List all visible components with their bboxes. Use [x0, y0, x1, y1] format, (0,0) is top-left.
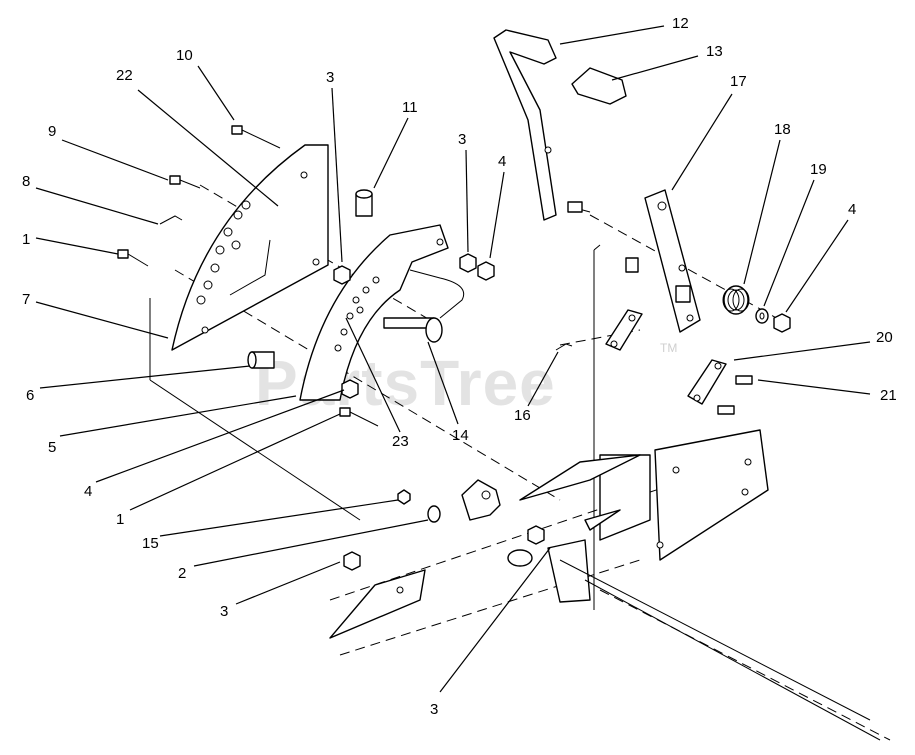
callout-3-bottom: 3 — [430, 701, 438, 718]
bolt-part-1-bottom — [339, 407, 379, 427]
washer-part-19 — [755, 308, 769, 324]
callout-4-right: 4 — [848, 201, 856, 218]
callout-18: 18 — [774, 121, 791, 138]
link-plate-part-20 — [687, 359, 727, 405]
spring-part-18 — [722, 285, 750, 315]
callout-17: 17 — [730, 73, 747, 90]
quadrant-bracket-part-23 — [299, 224, 465, 401]
hairpin-part-8 — [159, 215, 183, 225]
nut-part-3-lower-left — [343, 551, 361, 571]
lever-arm-part-17 — [625, 189, 701, 333]
bolt-part-10 — [231, 125, 281, 149]
washer-part-2 — [427, 505, 441, 523]
callout-21: 21 — [880, 387, 897, 404]
clevis-pin-part-21 — [717, 375, 753, 415]
callout-labels: 12 13 10 22 3 11 3 4 17 18 19 4 9 8 1 7 … — [22, 15, 897, 718]
pedal-pad-part-13 — [571, 67, 627, 105]
pedal-arm-part-12 — [493, 29, 591, 221]
callout-13: 13 — [706, 43, 723, 60]
callout-1-upper: 1 — [22, 231, 30, 248]
watermark-text: PartsTree — [255, 347, 556, 419]
callout-12: 12 — [672, 15, 689, 32]
callout-6: 6 — [26, 387, 34, 404]
nut-part-4-right — [773, 313, 791, 333]
nut-part-4-top — [477, 261, 495, 281]
callout-7: 7 — [22, 291, 30, 308]
nut-part-3-mid — [459, 253, 477, 273]
bolt-part-9 — [169, 175, 201, 189]
spacer-part-6 — [247, 351, 275, 369]
callout-2: 2 — [178, 565, 186, 582]
nut-part-3-lower-center — [527, 525, 545, 545]
callout-15: 15 — [142, 535, 159, 552]
callout-14: 14 — [452, 427, 469, 444]
callout-8: 8 — [22, 173, 30, 190]
quadrant-plate-part-22 — [171, 144, 329, 351]
callout-19: 19 — [810, 161, 827, 178]
link-part-16 — [555, 309, 643, 351]
callout-3-lower-left: 3 — [220, 603, 228, 620]
callout-3-upper-mid: 3 — [458, 131, 466, 148]
bolt-part-1-top — [117, 249, 149, 267]
callout-9: 9 — [48, 123, 56, 140]
callout-3-upper-left: 3 — [326, 69, 334, 86]
callout-4-upper: 4 — [498, 153, 506, 170]
nut-part-3-upper-left — [333, 265, 351, 285]
leader-lines — [35, 25, 871, 693]
lower-shaft-assembly — [329, 429, 881, 741]
callout-10: 10 — [176, 47, 193, 64]
callout-23: 23 — [392, 433, 409, 450]
spacer-part-11 — [355, 189, 373, 217]
callout-1-lower: 1 — [116, 511, 124, 528]
nut-part-4-mid — [341, 379, 359, 399]
callout-20: 20 — [876, 329, 893, 346]
callout-16: 16 — [514, 407, 531, 424]
pin-part-14 — [383, 317, 443, 343]
callout-22: 22 — [116, 67, 133, 84]
callout-5: 5 — [48, 439, 56, 456]
watermark-trademark: TM — [660, 341, 677, 355]
nut-part-15 — [397, 489, 411, 505]
callout-4-lower: 4 — [84, 483, 92, 500]
callout-11: 11 — [402, 99, 418, 116]
